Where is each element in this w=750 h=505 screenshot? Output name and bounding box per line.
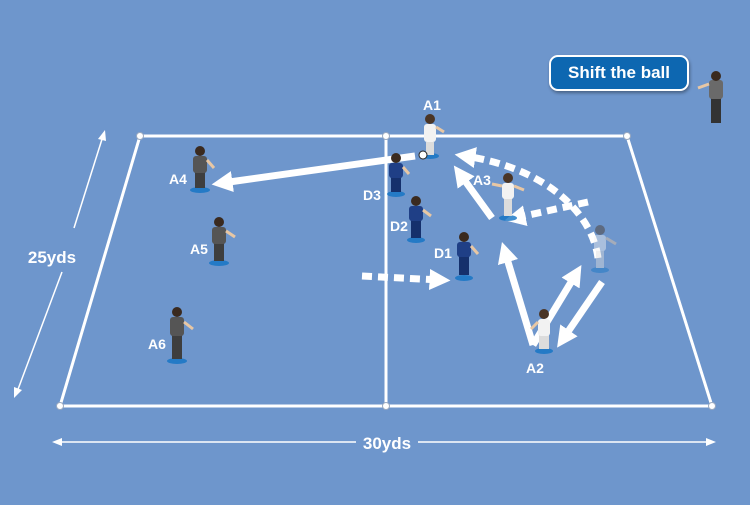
player-d2: [407, 196, 432, 243]
player-a6: [167, 307, 194, 364]
player-d1: [455, 232, 480, 281]
pass-arrow-right-a2: [557, 280, 605, 348]
width-arrow-left: [52, 438, 62, 446]
height-arrow-bottom: [14, 387, 22, 398]
label-a4: A4: [169, 171, 187, 187]
pitch-markings: [56, 132, 716, 410]
label-a6: A6: [148, 336, 166, 352]
label-d1: D1: [434, 245, 452, 261]
player-a2: [529, 309, 553, 354]
player-a-faded: [591, 225, 617, 273]
label-a5: A5: [190, 241, 208, 257]
movement-arrows: [361, 147, 602, 290]
coach-figure: [697, 71, 723, 123]
label-a2: A2: [526, 360, 544, 376]
shift-the-ball-callout: Shift the ball: [549, 55, 689, 91]
corner-cones: [56, 132, 716, 410]
height-dimension-line-top: [73, 135, 104, 229]
player-a4: [190, 146, 216, 193]
pass-arrows: [211, 152, 605, 348]
callout-text: Shift the ball: [568, 63, 670, 82]
run-arrow-curve: [454, 147, 602, 259]
player-a5: [209, 217, 236, 266]
height-arrow-top: [98, 130, 106, 141]
run-arrow-d1: [361, 268, 451, 290]
players: [167, 71, 723, 364]
player-a3: [491, 173, 525, 221]
player-labels: A1 A2 A3 A4 A5 A6 D1 D2 D3: [148, 97, 544, 376]
label-a1: A1: [423, 97, 441, 113]
dimension-markers: 30yds 25yds: [14, 130, 716, 453]
label-d3: D3: [363, 187, 381, 203]
run-arrow-mid: [504, 198, 589, 227]
pass-arrow-a2-a3: [497, 241, 537, 347]
height-dimension-line-bottom: [16, 271, 63, 393]
label-d2: D2: [390, 218, 408, 234]
label-a3: A3: [473, 172, 491, 188]
width-arrow-right: [706, 438, 716, 446]
player-d3: [387, 153, 411, 197]
width-label: 30yds: [363, 434, 411, 453]
ball-icon: [418, 150, 428, 160]
pass-arrow-a1-a4: [211, 152, 416, 192]
height-label: 25yds: [28, 248, 76, 267]
pass-arrow-a3-a1: [453, 165, 495, 221]
